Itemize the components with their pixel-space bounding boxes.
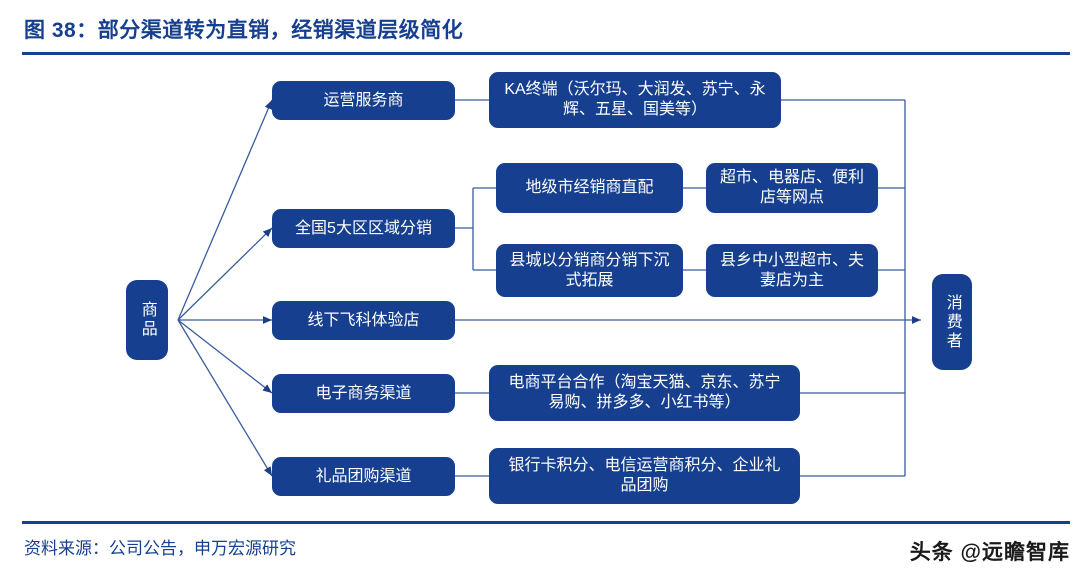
edge-goods-to-ch0 — [177, 99, 273, 321]
title-divider — [22, 52, 1070, 55]
node-city-dealer-direct[interactable]: 地级市经销商直配 — [496, 163, 683, 213]
node-source-goods-label: 商品 — [138, 301, 156, 339]
node-target-consumer[interactable]: 消费者 — [932, 274, 972, 370]
node-ecommerce-platforms[interactable]: 电商平台合作（淘宝天猫、京东、苏宁易购、拼多多、小红书等） — [489, 365, 800, 421]
watermark: 头条 @远瞻智库 — [909, 541, 1070, 564]
source-note: 资料来源：公司公告，申万宏源研究 — [24, 539, 296, 558]
diagram-canvas: 商品 消费者 运营服务商 全国5大区区域分销 线下飞科体验店 电子商务渠道 礼品… — [0, 58, 1092, 518]
node-channel-gift-group-buy[interactable]: 礼品团购渠道 — [272, 457, 455, 496]
node-county-distributor-label: 县城以分销商分销下沉式拓展 — [509, 251, 670, 289]
node-ka-terminal-label: KA终端（沃尔玛、大润发、苏宁、永辉、五星、国美等） — [504, 81, 766, 118]
node-ecommerce-platforms-label: 电商平台合作（淘宝天猫、京东、苏宁易购、拼多多、小红书等） — [508, 374, 781, 411]
connector-layer — [177, 99, 921, 477]
node-target-consumer-label: 消费者 — [943, 293, 961, 351]
node-channel-offline-store[interactable]: 线下飞科体验店 — [272, 301, 455, 340]
node-channel-gift-group-buy-label: 礼品团购渠道 — [315, 467, 412, 485]
node-county-small-supermarket-label: 县乡中小型超市、夫妻店为主 — [719, 251, 864, 289]
edge-goods-to-ch3 — [177, 319, 273, 394]
node-channel-operating-service-label: 运营服务商 — [323, 91, 404, 109]
node-channel-regional-distribution-label: 全国5大区区域分销 — [295, 219, 432, 237]
node-points-and-corporate-gifts[interactable]: 银行卡积分、电信运营商积分、企业礼品团购 — [489, 448, 800, 504]
page-title: 图 38：部分渠道转为直销，经销渠道层级简化 — [24, 19, 464, 42]
node-channel-operating-service[interactable]: 运营服务商 — [272, 81, 455, 120]
node-ka-terminal[interactable]: KA终端（沃尔玛、大润发、苏宁、永辉、五星、国美等） — [489, 72, 781, 128]
node-source-goods[interactable]: 商品 — [126, 280, 168, 360]
edge-goods-to-ch4 — [177, 319, 273, 477]
node-channel-ecommerce[interactable]: 电子商务渠道 — [272, 374, 455, 413]
footer-divider — [22, 521, 1070, 524]
node-city-dealer-direct-label: 地级市经销商直配 — [525, 179, 654, 197]
node-points-and-corporate-gifts-label: 银行卡积分、电信运营商积分、企业礼品团购 — [508, 457, 781, 494]
node-county-distributor[interactable]: 县城以分销商分销下沉式拓展 — [496, 244, 683, 297]
node-channel-ecommerce-label: 电子商务渠道 — [315, 384, 412, 402]
edge-goods-to-ch1 — [177, 227, 273, 321]
node-county-small-supermarket[interactable]: 县乡中小型超市、夫妻店为主 — [706, 244, 878, 297]
node-supermarket-outlets-label: 超市、电器店、便利店等网点 — [719, 169, 864, 206]
node-channel-regional-distribution[interactable]: 全国5大区区域分销 — [272, 209, 455, 248]
node-channel-offline-store-label: 线下飞科体验店 — [307, 311, 420, 329]
node-supermarket-outlets[interactable]: 超市、电器店、便利店等网点 — [706, 163, 878, 213]
